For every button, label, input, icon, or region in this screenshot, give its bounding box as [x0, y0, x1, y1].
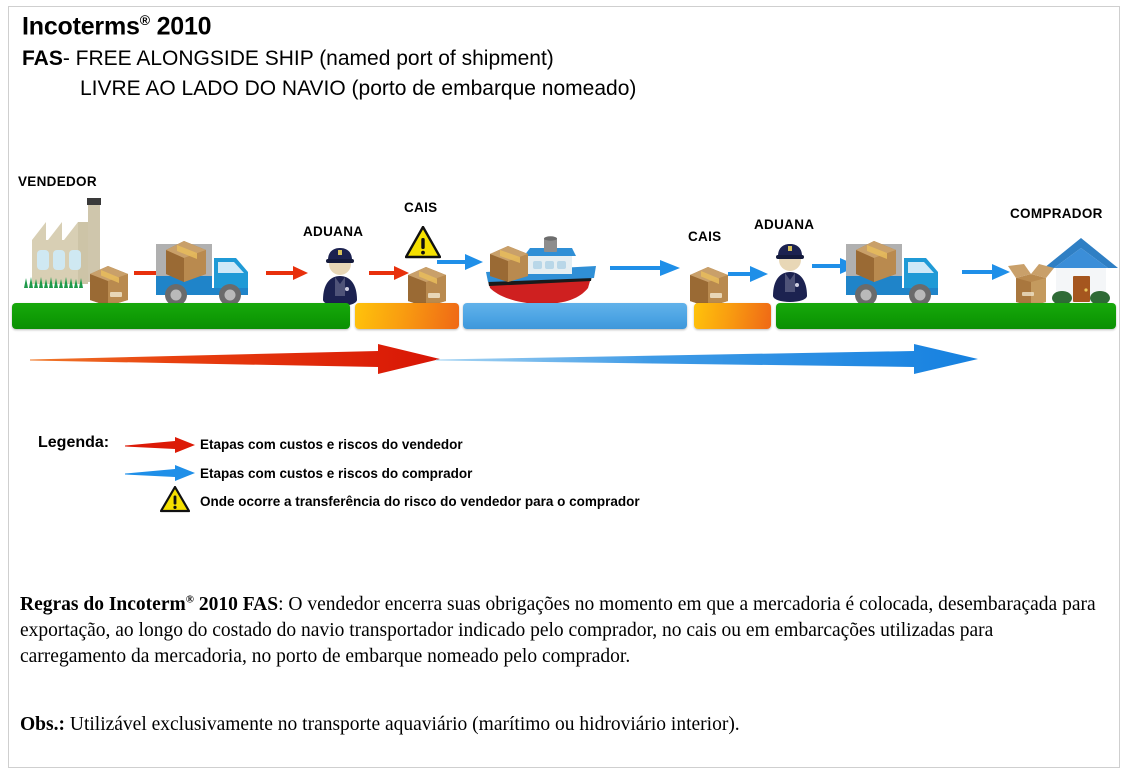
open-box-icon-buyer: [1008, 264, 1054, 306]
label-buyer: COMPRADOR: [1010, 206, 1103, 221]
obs-label: Obs.:: [20, 714, 65, 735]
crate-icon-quay-export: [408, 267, 446, 307]
incoterm-code-pt: LIVRE AO LADO DO NAVIO (porto de embarqu…: [80, 77, 637, 100]
truck-icon-export: [156, 241, 248, 306]
legend-item-buyer-text: Etapas com custos e riscos do comprador: [200, 466, 473, 481]
house-icon-buyer: [1044, 238, 1118, 305]
rules-label: Regras do Incoterm: [20, 594, 186, 615]
label-customs-import: ADUANA: [754, 217, 815, 232]
rules-paragraph: Regras do Incoterm® 2010 FAS: O vendedor…: [20, 592, 1098, 670]
step-arrow-blue-5: [962, 264, 1010, 280]
page-title-text: Incoterms: [22, 12, 140, 41]
registered-mark: ®: [139, 12, 150, 28]
step-arrow-blue-1: [437, 254, 483, 270]
legend-item-risk-text: Onde ocorre a transferência do risco do …: [200, 494, 640, 509]
customs-officer-icon-export: [323, 248, 357, 306]
label-quay-import: CAIS: [688, 229, 722, 244]
factory-icon: [24, 198, 101, 288]
rules-text: : O vendedor encerra suas obrigações no …: [20, 594, 1096, 668]
ship-icon: [486, 236, 596, 304]
obs-paragraph: Obs.: Utilizável exclusivamente no trans…: [20, 712, 1098, 738]
rules-registered-mark: ®: [185, 593, 194, 606]
customs-officer-icon-import: [773, 244, 807, 302]
bar-segment-import-customs: [694, 303, 771, 329]
bar-segment-seller-land: [12, 303, 350, 329]
page-title: Incoterms® 2010: [22, 12, 212, 41]
buyer-cost-arrow: [436, 344, 978, 374]
incoterm-code: FAS: [22, 47, 63, 70]
step-arrow-red-3: [369, 266, 409, 280]
truck-icon-import: [846, 241, 938, 306]
step-arrow-blue-2: [610, 260, 680, 276]
obs-text: Utilizável exclusivamente no transporte …: [64, 714, 740, 735]
step-arrow-red-2: [266, 266, 308, 280]
legend-item-seller-text: Etapas com custos e riscos do vendedor: [200, 437, 463, 452]
label-quay-export: CAIS: [404, 200, 438, 215]
bar-segment-sea: [463, 303, 687, 329]
warning-triangle-icon: [405, 226, 441, 259]
step-arrow-blue-3: [728, 266, 768, 282]
incoterm-code-line: FAS- FREE ALONGSIDE SHIP (named port of …: [22, 47, 554, 71]
incoterm-code-en: - FREE ALONGSIDE SHIP (named port of shi…: [62, 47, 554, 70]
label-seller: VENDEDOR: [18, 174, 97, 189]
seller-cost-arrow: [30, 344, 440, 374]
bar-segment-buyer-land: [776, 303, 1116, 329]
bar-segment-export-customs: [355, 303, 459, 329]
label-customs-export: ADUANA: [303, 224, 364, 239]
warning-triangle-icon-legend: [160, 486, 190, 513]
legend-title: Legenda:: [38, 434, 110, 451]
crate-icon-seller: [90, 266, 128, 306]
red-arrow-icon: [125, 437, 195, 453]
rules-label2: 2010 FAS: [193, 594, 279, 615]
crate-icon-quay-import: [690, 267, 728, 307]
page-border: [8, 6, 1120, 768]
blue-arrow-icon: [125, 465, 195, 481]
page-title-year: 2010: [156, 12, 212, 41]
